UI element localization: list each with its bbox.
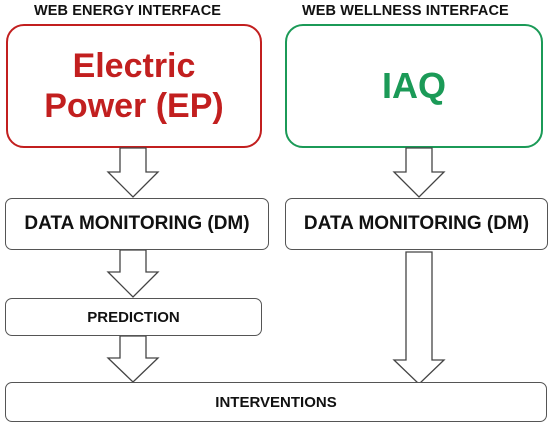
iaq-box: IAQ — [285, 24, 543, 148]
electric-power-box: Electric Power (EP) — [6, 24, 262, 148]
electric-power-label-line1: Electric — [72, 47, 196, 85]
web-energy-interface-heading: WEB ENERGY INTERFACE — [34, 3, 222, 19]
iaq-label: IAQ — [381, 65, 446, 106]
arrow-ep-to-dm — [106, 147, 160, 198]
prediction-box: PREDICTION — [5, 298, 262, 336]
arrow-dm-to-prediction — [106, 249, 160, 298]
electric-power-label-line2: Power (EP) — [44, 87, 224, 125]
interventions-box: INTERVENTIONS — [5, 382, 547, 422]
arrow-prediction-to-interventions — [106, 335, 160, 383]
arrow-dm-right-to-interventions — [392, 251, 446, 385]
data-monitoring-right-box: DATA MONITORING (DM) — [285, 198, 548, 250]
data-monitoring-left-box: DATA MONITORING (DM) — [5, 198, 269, 250]
web-wellness-interface-heading: WEB WELLNESS INTERFACE — [302, 3, 509, 19]
arrow-iaq-to-dm — [392, 147, 446, 198]
